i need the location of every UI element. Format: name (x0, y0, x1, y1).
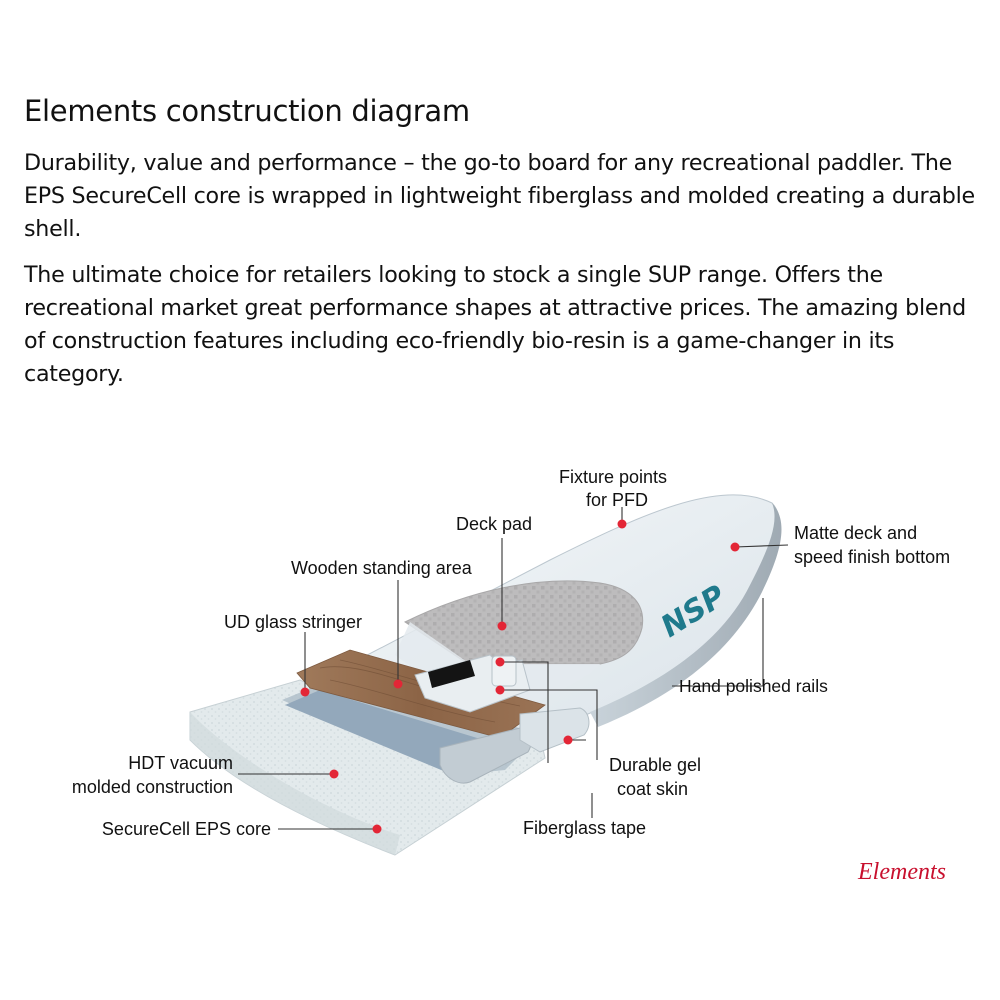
label-fixture-points: Fixture points (559, 467, 667, 487)
fixture-recess-icon (428, 660, 475, 688)
label-durable-gel: Durable gel (609, 755, 701, 775)
label-hdt-vacuum: HDT vacuum (128, 753, 233, 773)
label-durable-gel: coat skin (617, 779, 688, 799)
leader-dots (300, 519, 740, 834)
label-fixture-points: for PFD (586, 490, 648, 510)
elements-signature: Elements (857, 859, 946, 885)
label-ud-glass-stringer: UD glass stringer (224, 612, 362, 632)
sup-board-cutaway: NSP (189, 494, 782, 856)
label-hand-polished-rails: Hand polished rails (679, 676, 828, 696)
label-securecell-eps-core: SecureCell EPS core (102, 819, 271, 839)
label-hdt-vacuum: molded construction (72, 777, 233, 797)
board-rail (590, 503, 782, 727)
label-matte-deck: speed finish bottom (794, 547, 950, 567)
label-wooden-standing-area: Wooden standing area (291, 558, 473, 578)
label-matte-deck: Matte deck and (794, 523, 917, 543)
page-title: Elements construction diagram (24, 94, 470, 128)
deck-pad (404, 580, 644, 665)
description-paragraph: Durability, value and performance – the … (24, 150, 975, 242)
description-paragraph: The ultimate choice for retailers lookin… (24, 262, 966, 387)
label-fiberglass-tape: Fiberglass tape (523, 818, 646, 838)
gel-coat-skin (519, 707, 590, 753)
hdt-layer (190, 712, 400, 855)
label-deck-pad: Deck pad (456, 514, 532, 534)
leader-lines (238, 507, 789, 830)
